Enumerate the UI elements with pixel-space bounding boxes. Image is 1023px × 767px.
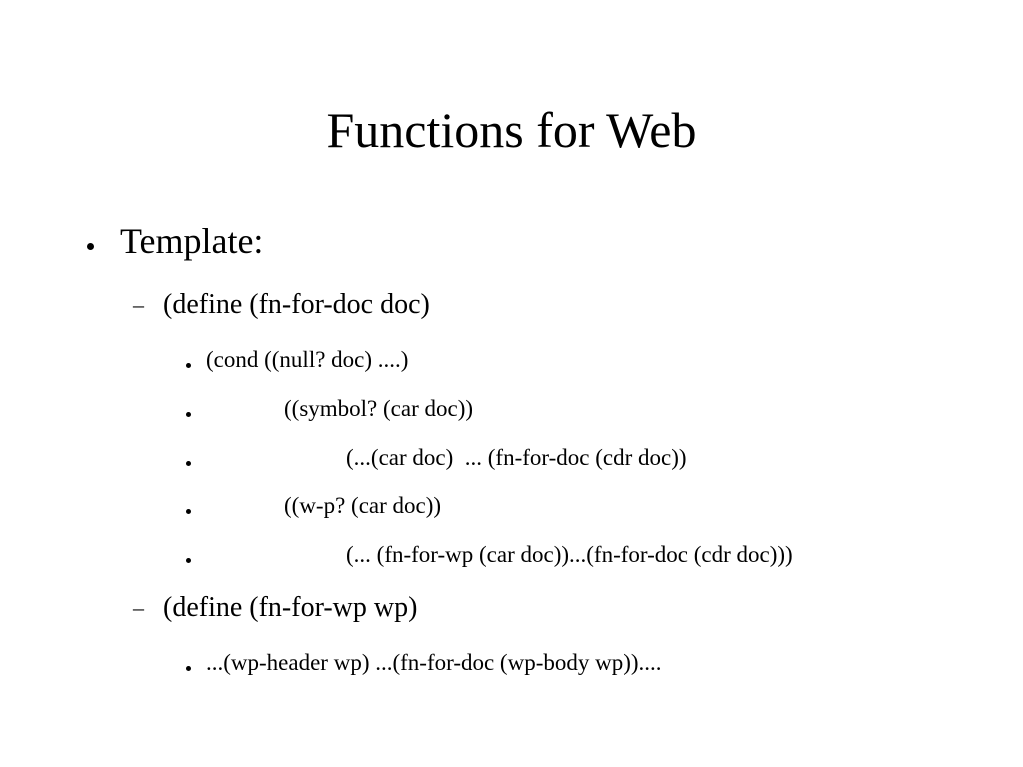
bullet-icon xyxy=(186,666,191,671)
bullet-icon xyxy=(186,461,191,466)
dash-marker: – xyxy=(133,292,144,317)
bullet-item-wp-header: ...(wp-header wp) ...(fn-for-doc (wp-bod… xyxy=(206,650,662,675)
bullet-item-define-fn-for-doc: (define (fn-for-doc doc) xyxy=(163,289,430,320)
slide-title: Functions for Web xyxy=(326,102,697,158)
bullet-icon xyxy=(186,509,191,514)
bullet-item-fn-for-wp-car: (... (fn-for-wp (car doc))...(fn-for-doc… xyxy=(346,542,793,567)
bullet-item-template: Template: xyxy=(120,221,264,261)
bullet-item-cond-null: (cond ((null? doc) ....) xyxy=(206,347,409,372)
bullet-item-define-fn-for-wp: (define (fn-for-wp wp) xyxy=(163,592,418,623)
bullet-item-car-doc: (...(car doc) ... (fn-for-doc (cdr doc)) xyxy=(346,445,687,470)
bullet-item-symbol: ((symbol? (car doc)) xyxy=(284,396,474,421)
bullet-icon xyxy=(186,558,191,563)
bullet-icon xyxy=(87,243,94,250)
dash-marker: – xyxy=(133,595,144,620)
bullet-icon xyxy=(186,363,191,368)
bullet-item-w-p: ((w-p? (car doc)) xyxy=(284,493,442,518)
bullet-icon xyxy=(186,412,191,417)
